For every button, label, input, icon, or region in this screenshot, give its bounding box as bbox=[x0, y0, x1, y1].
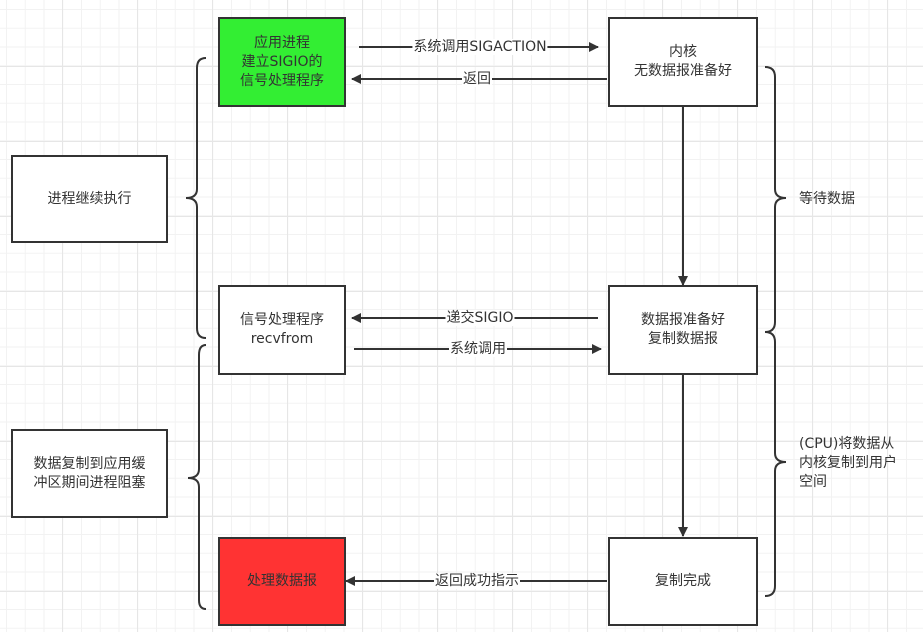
node-continue-label: 进程继续执行 bbox=[47, 190, 132, 207]
node-handler-label: 信号处理程序 recvfrom bbox=[240, 312, 324, 347]
brace-cpu-copy bbox=[764, 331, 787, 597]
edge-syscall-label: 系统调用 bbox=[449, 341, 507, 357]
edge-return-label: 返回 bbox=[462, 71, 492, 87]
edge-sigaction-label: 系统调用SIGACTION bbox=[412, 39, 548, 55]
node-process[interactable]: 处理数据报 bbox=[218, 537, 346, 626]
node-copy-done[interactable]: 复制完成 bbox=[608, 537, 758, 626]
node-copy-done-label: 复制完成 bbox=[655, 573, 711, 589]
node-continue[interactable]: 进程继续执行 bbox=[11, 155, 168, 243]
node-kernel-ready-label: 数据报准备好 复制数据报 bbox=[641, 312, 725, 347]
brace-continue bbox=[185, 57, 207, 339]
node-app-setup-label: 应用进程 建立SIGIO的 信号处理程序 bbox=[240, 34, 324, 89]
node-app-setup[interactable]: 应用进程 建立SIGIO的 信号处理程序 bbox=[218, 17, 346, 107]
brace-waiting bbox=[764, 66, 787, 333]
node-process-label: 处理数据报 bbox=[247, 573, 317, 589]
node-handler[interactable]: 信号处理程序 recvfrom bbox=[218, 285, 346, 375]
edge-deliver-label: 递交SIGIO bbox=[445, 310, 515, 326]
brace-blocked bbox=[187, 344, 207, 610]
edge-success-label: 返回成功指示 bbox=[434, 573, 520, 589]
node-kernel-wait[interactable]: 内核 无数据报准备好 bbox=[608, 17, 758, 107]
node-kernel-wait-label: 内核 无数据报准备好 bbox=[634, 44, 732, 79]
node-blocked-label: 数据复制到应用缓 冲区期间进程阻塞 bbox=[33, 455, 146, 491]
node-kernel-ready[interactable]: 数据报准备好 复制数据报 bbox=[608, 285, 758, 375]
node-blocked[interactable]: 数据复制到应用缓 冲区期间进程阻塞 bbox=[11, 429, 168, 518]
brace-cpu-copy-label: (CPU)将数据从 内核复制到用户 空间 bbox=[799, 436, 897, 490]
brace-waiting-label: 等待数据 bbox=[799, 191, 855, 207]
